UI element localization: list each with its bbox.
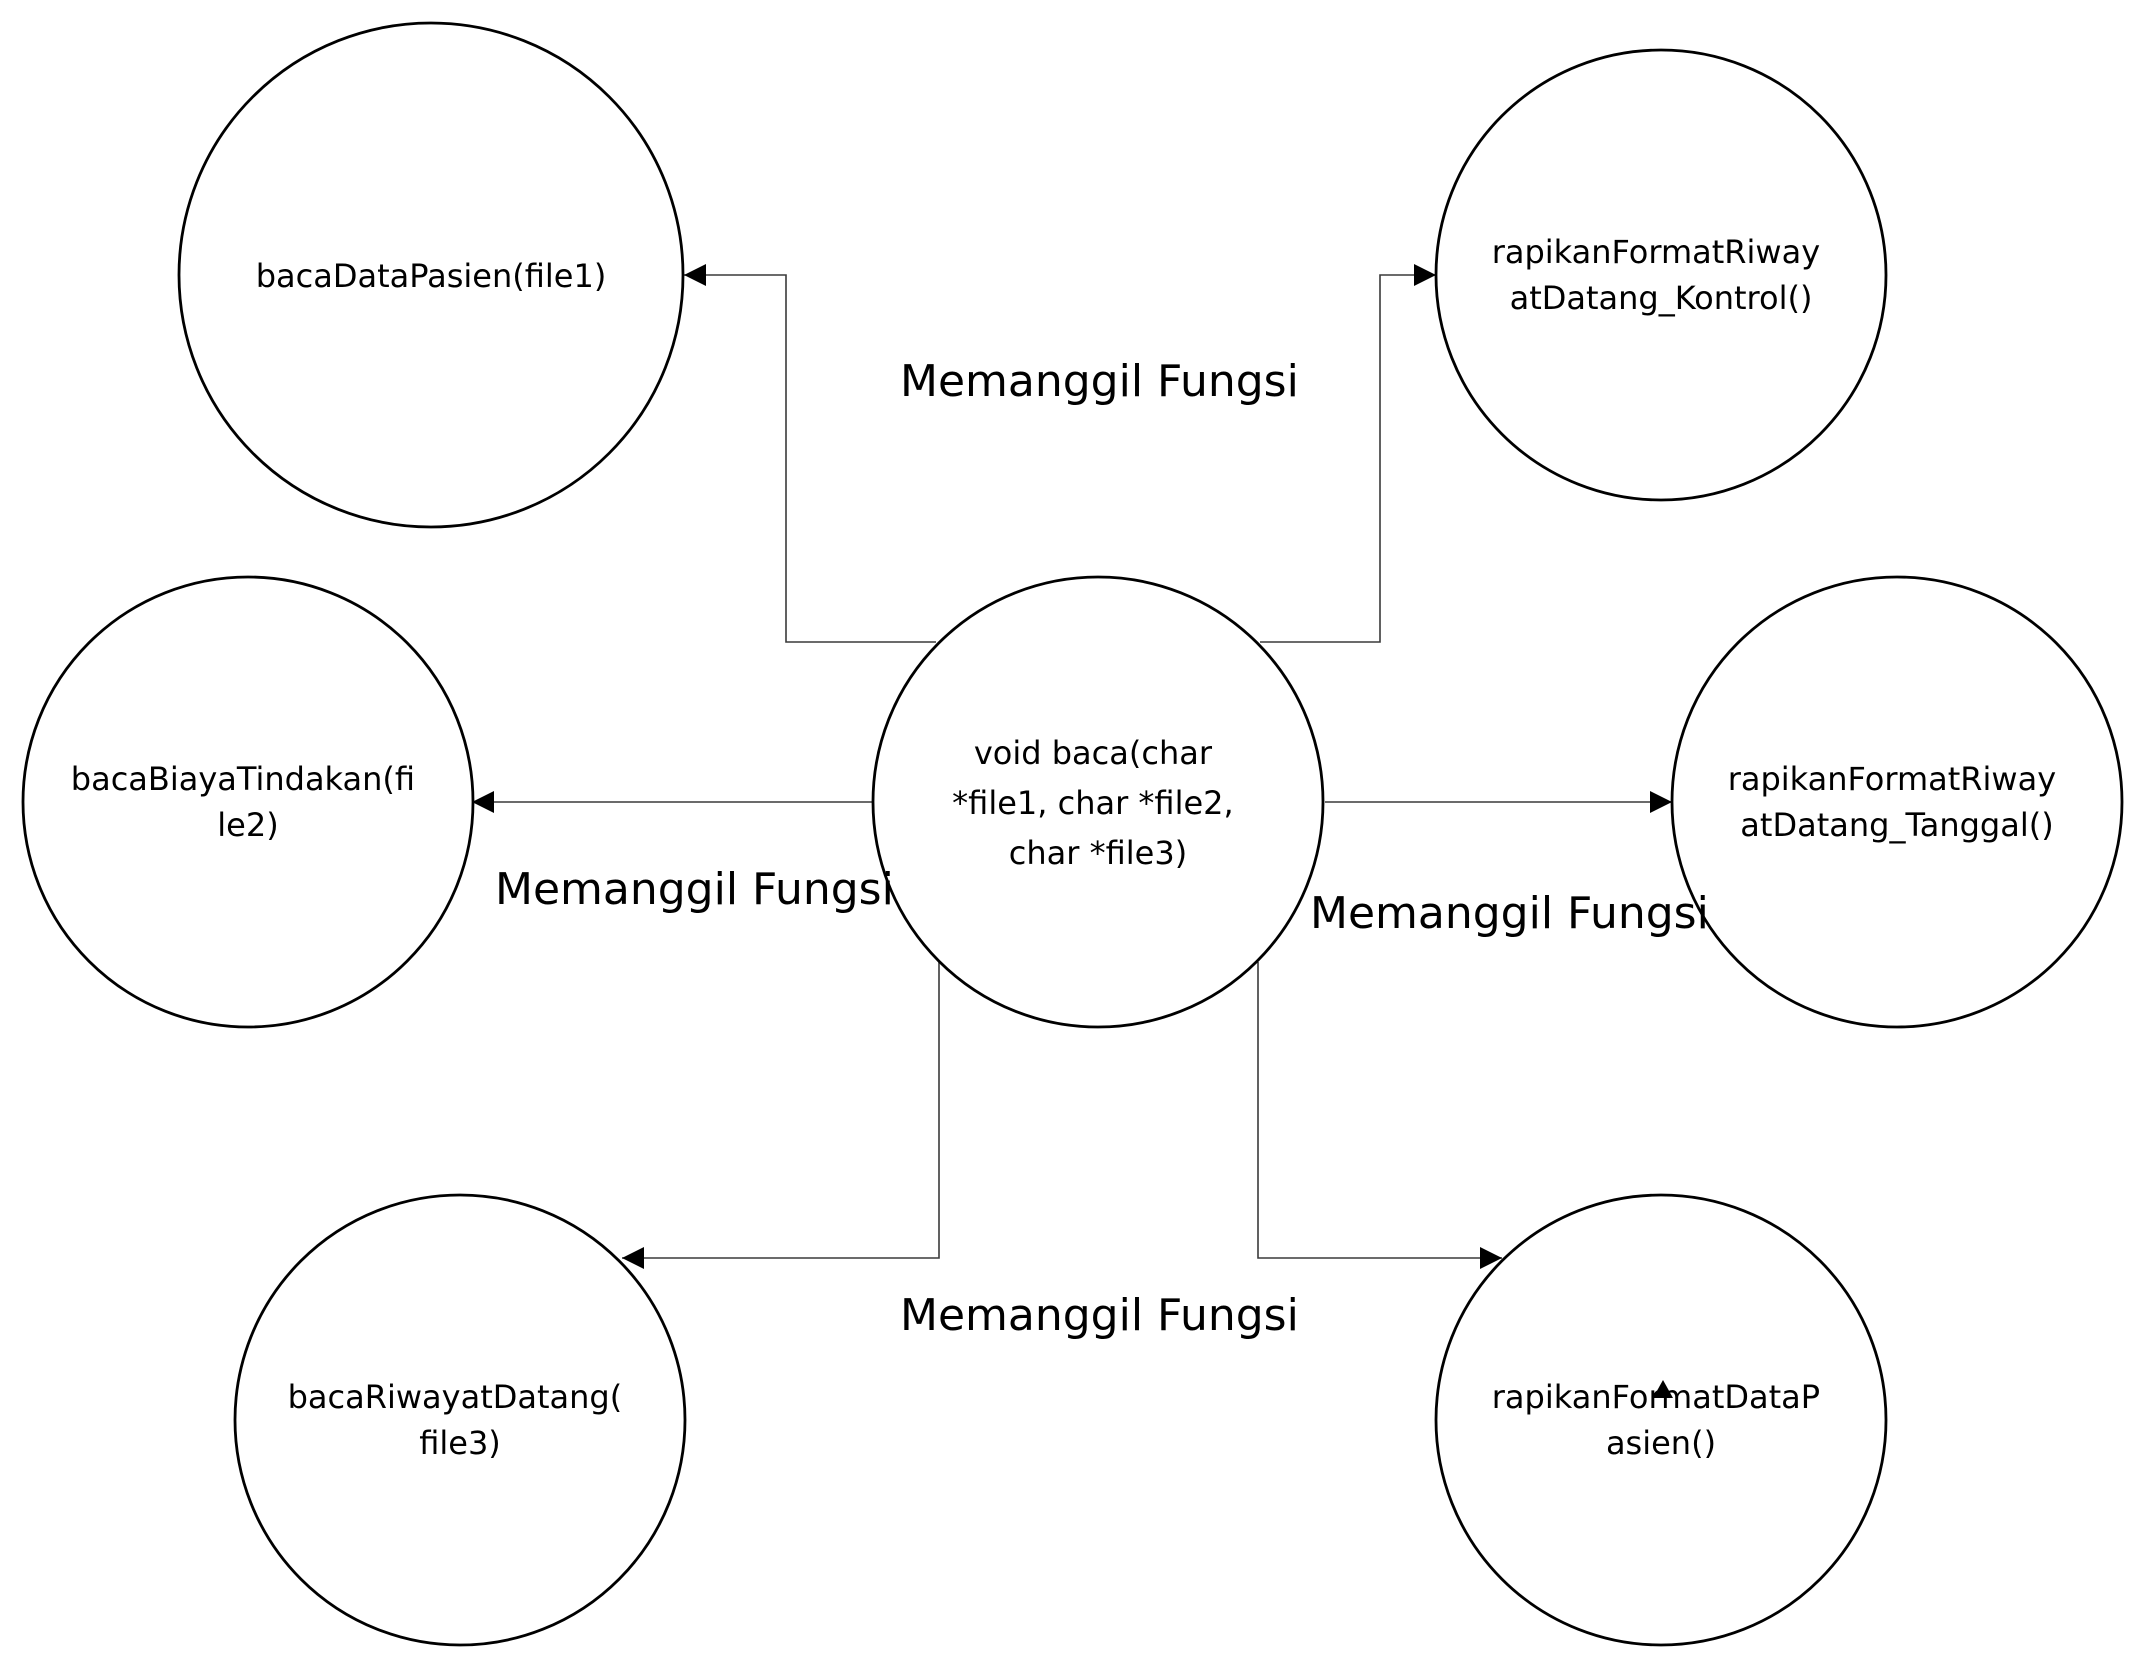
node-rapikan-riwayat-tanggal: rapikanFormatRiway atDatang_Tanggal() <box>1670 575 2124 1029</box>
label-memanggil-fungsi-top: Memanggil Fungsi <box>900 356 1299 407</box>
node-text-line: bacaRiwayatDatang( <box>288 1378 623 1416</box>
node-void-baca: void baca(char *file1, char *file2, char… <box>871 575 1325 1029</box>
node-text-line: rapikanFormatRiway <box>1728 760 2056 798</box>
svg-text:rapikanFormatRiway atDat: rapikanFormatRiway atDatang_Tanggal() <box>1728 760 2067 844</box>
label-memanggil-fungsi-bottom: Memanggil Fungsi <box>900 1290 1299 1341</box>
node-circle <box>21 575 475 1029</box>
node-circle <box>1434 1193 1888 1647</box>
connector-to-baca-data-pasien <box>684 264 936 643</box>
node-text-line: asien() <box>1606 1424 1716 1462</box>
label-memanggil-fungsi-left: Memanggil Fungsi <box>495 864 894 915</box>
svg-text:void baca(char *file1, c: void baca(char *file1, char *file2, char… <box>952 734 1244 872</box>
node-text-line: bacaDataPasien(file1) <box>256 257 607 295</box>
node-baca-biaya-tindakan: bacaBiayaTindakan(fi le2) <box>21 575 475 1029</box>
edge-labels: Memanggil Fungsi Memanggil Fungsi Memang… <box>495 356 1709 1341</box>
node-rapikan-riwayat-kontrol: rapikanFormatRiway atDatang_Kontrol() <box>1434 48 1888 502</box>
label-memanggil-fungsi-right: Memanggil Fungsi <box>1310 888 1709 939</box>
node-text-line: file3) <box>419 1424 501 1462</box>
node-baca-data-pasien: bacaDataPasien(file1) <box>177 21 685 529</box>
node-circle <box>871 575 1325 1029</box>
node-text-line: atDatang_Tanggal() <box>1740 806 2053 844</box>
svg-text:rapikanFormatRiway atDat: rapikanFormatRiway atDatang_Kontrol() <box>1492 233 1831 317</box>
svg-text:bacaBiayaTindakan(fi le2: bacaBiayaTindakan(fi le2) <box>71 760 425 844</box>
node-baca-riwayat-datang: bacaRiwayatDatang( file3) <box>233 1193 687 1647</box>
connectors <box>472 264 1672 1269</box>
node-text-line: rapikanFormatRiway <box>1492 233 1820 271</box>
connector-to-rapikan-data-pasien <box>1257 962 1502 1269</box>
node-rapikan-data-pasien: rapikanFormatDataP asien() <box>1434 1193 1888 1647</box>
node-text-line: *file1, char *file2, <box>952 784 1234 822</box>
small-arrowhead-icon <box>1653 1380 1673 1398</box>
node-text-line: le2) <box>217 806 278 844</box>
node-text-line: bacaBiayaTindakan(fi <box>71 760 415 798</box>
node-text-line: char *file3) <box>1009 834 1187 872</box>
node-circle <box>1434 48 1888 502</box>
node-circle <box>233 1193 687 1647</box>
node-text-line: atDatang_Kontrol() <box>1510 279 1813 317</box>
node-circle <box>1670 575 2124 1029</box>
node-text-line: void baca(char <box>974 734 1213 772</box>
svg-text:bacaRiwayatDatang( file3: bacaRiwayatDatang( file3) <box>288 1378 633 1462</box>
svg-text:bacaDataPasien(file1): bacaDataPasien(file1) <box>256 257 607 295</box>
node-circle <box>177 21 685 529</box>
connector-to-rapikan-riwayat-kontrol <box>1260 264 1436 643</box>
connector-to-baca-riwayat-datang <box>622 962 940 1269</box>
